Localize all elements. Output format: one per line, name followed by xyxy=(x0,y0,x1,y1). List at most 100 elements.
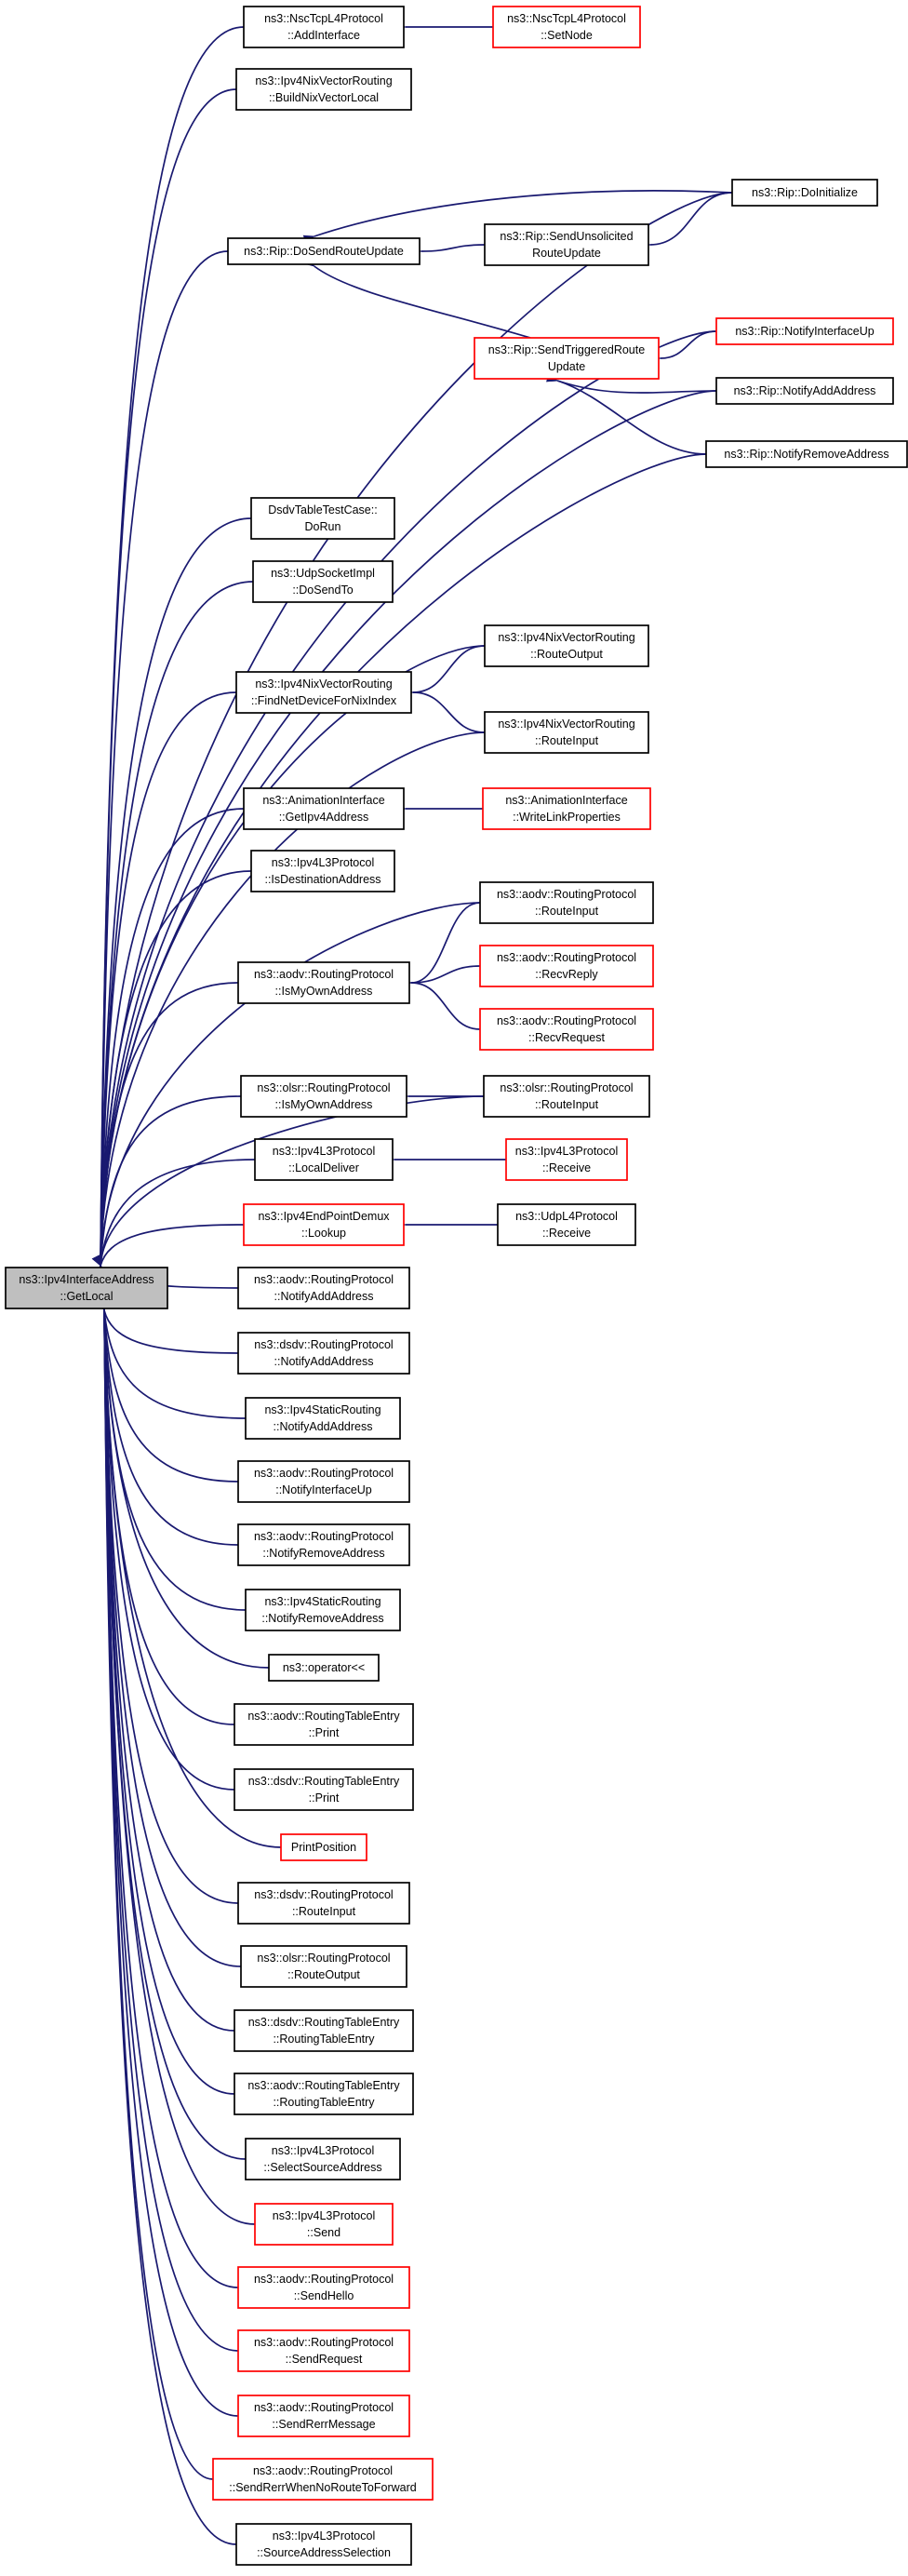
node-rip-dosend[interactable]: ns3::Rip::DoSendRouteUpdate xyxy=(227,237,421,265)
node-label: ::RouteInput xyxy=(535,734,599,747)
node-aodv-sendhello[interactable]: ns3::aodv::RoutingProtocol::SendHello xyxy=(237,2266,410,2309)
node-label: ns3::AnimationInterface xyxy=(505,794,627,807)
edge xyxy=(99,1299,237,2545)
node-aodv-recvreply[interactable]: ns3::aodv::RoutingProtocol::RecvReply xyxy=(479,945,654,987)
node-label: ::BuildNixVectorLocal xyxy=(269,91,379,104)
node-nsc-addif[interactable]: ns3::NscTcpL4Protocol::AddInterface xyxy=(243,6,405,48)
node-rip-notifyifup[interactable]: ns3::Rip::NotifyInterfaceUp xyxy=(715,317,894,345)
edge-rip-sendunsol-to-rip-dosend xyxy=(410,244,486,257)
node-dsdv-test[interactable]: DsdvTableTestCase::DoRun xyxy=(250,497,395,540)
node-box xyxy=(237,2395,410,2437)
edge-udp-dosendto-to-root xyxy=(95,581,254,1277)
node-box xyxy=(479,945,654,987)
node-box xyxy=(731,179,878,207)
node-label: ns3::aodv::RoutingProtocol xyxy=(254,2336,394,2349)
node-aodv-sendrerr-noroute[interactable]: ns3::aodv::RoutingProtocol::SendRerrWhen… xyxy=(212,2458,434,2501)
node-box xyxy=(245,2138,401,2180)
node-ipv4l3-localdeliver[interactable]: ns3::Ipv4L3Protocol::LocalDeliver xyxy=(254,1138,394,1181)
node-label: ns3::Rip::SendUnsolicited xyxy=(500,230,633,243)
edge xyxy=(99,1299,256,2225)
node-ipv4l3-isdest[interactable]: ns3::Ipv4L3Protocol::IsDestinationAddres… xyxy=(250,850,395,892)
node-anim-writelink[interactable]: ns3::AnimationInterface::WriteLinkProper… xyxy=(482,787,651,830)
node-op-shift[interactable]: ns3::operator<< xyxy=(268,1654,380,1682)
node-rip-notifyadd[interactable]: ns3::Rip::NotifyAddAddress xyxy=(715,377,894,405)
node-aodv-sendrerr[interactable]: ns3::aodv::RoutingProtocol::SendRerrMess… xyxy=(237,2395,410,2437)
node-nix-routeoutput[interactable]: ns3::Ipv4NixVectorRouting::RouteOutput xyxy=(484,624,649,667)
node-ipv4l3-send[interactable]: ns3::Ipv4L3Protocol::Send xyxy=(254,2203,394,2246)
node-label: ::LocalDeliver xyxy=(288,1161,359,1174)
node-olsr-routeinput[interactable]: ns3::olsr::RoutingProtocol::RouteInput xyxy=(483,1075,650,1118)
node-aodv-notifyrem[interactable]: ns3::aodv::RoutingProtocol::NotifyRemove… xyxy=(237,1523,410,1566)
node-box xyxy=(237,1332,410,1375)
node-label: ns3::aodv::RoutingProtocol xyxy=(254,968,394,981)
node-box xyxy=(268,1654,380,1682)
node-label: ns3::UdpSocketImpl xyxy=(271,567,375,580)
node-rip-notifyrem[interactable]: ns3::Rip::NotifyRemoveAddress xyxy=(705,440,908,468)
node-dsdv-notifyadd[interactable]: ns3::dsdv::RoutingProtocol::NotifyAddAdd… xyxy=(237,1332,410,1375)
node-epdemux-lookup[interactable]: ns3::Ipv4EndPointDemux::Lookup xyxy=(243,1203,405,1246)
edge-olsr-ismyown-to-root xyxy=(95,1095,242,1277)
edge xyxy=(302,190,733,245)
node-nix-routeinput[interactable]: ns3::Ipv4NixVectorRouting::RouteInput xyxy=(484,711,649,754)
node-aodv-recvrequest[interactable]: ns3::aodv::RoutingProtocol::RecvRequest xyxy=(479,1008,654,1051)
node-label: ns3::aodv::RoutingProtocol xyxy=(254,2273,394,2286)
node-aodv-rte-ctor[interactable]: ns3::aodv::RoutingTableEntry::RoutingTab… xyxy=(234,2073,414,2115)
node-label: ns3::dsdv::RoutingProtocol xyxy=(254,1338,393,1351)
node-box xyxy=(245,1397,401,1440)
node-label: ::SetNode xyxy=(541,29,593,42)
node-label: ns3::aodv::RoutingProtocol xyxy=(497,1014,636,1027)
node-aodv-rte-print[interactable]: ns3::aodv::RoutingTableEntry::Print xyxy=(234,1703,414,1746)
edge xyxy=(95,691,237,1277)
node-ipv4l3-srcaddrsel[interactable]: ns3::Ipv4L3Protocol::SourceAddressSelect… xyxy=(235,2523,412,2566)
edge xyxy=(546,372,717,394)
node-aodv-ismyown[interactable]: ns3::aodv::RoutingProtocol::IsMyOwnAddre… xyxy=(237,961,410,1004)
node-aodv-sendrequest[interactable]: ns3::aodv::RoutingProtocol::SendRequest xyxy=(237,2329,410,2372)
node-box xyxy=(715,317,894,345)
node-static-notifyadd[interactable]: ns3::Ipv4StaticRouting::NotifyAddAddress xyxy=(245,1397,401,1440)
node-box xyxy=(237,2266,410,2309)
edge-rip-doinit-to-root xyxy=(95,192,733,1277)
node-olsr-ismyown[interactable]: ns3::olsr::RoutingProtocol::IsMyOwnAddre… xyxy=(240,1075,407,1118)
node-box xyxy=(484,711,649,754)
edge-ipv4l3-selectsrc-to-root xyxy=(99,1299,247,2160)
node-aodv-notifyifup[interactable]: ns3::aodv::RoutingProtocol::NotifyInterf… xyxy=(237,1460,410,1503)
node-aodv-routeinput[interactable]: ns3::aodv::RoutingProtocol::RouteInput xyxy=(479,881,654,924)
node-print-position[interactable]: PrintPosition xyxy=(280,1833,367,1861)
node-rip-doinit[interactable]: ns3::Rip::DoInitialize xyxy=(731,179,878,207)
node-dsdv-routeinput[interactable]: ns3::dsdv::RoutingProtocol::RouteInput xyxy=(237,1882,410,1925)
node-label: ns3::Ipv4EndPointDemux xyxy=(258,1210,390,1223)
node-ipv4l3-selectsrc[interactable]: ns3::Ipv4L3Protocol::SelectSourceAddress xyxy=(245,2138,401,2180)
edge xyxy=(95,870,252,1277)
node-dsdv-rte-ctor[interactable]: ns3::dsdv::RoutingTableEntry::RoutingTab… xyxy=(234,2009,414,2052)
node-udpl4-receive[interactable]: ns3::UdpL4Protocol::Receive xyxy=(497,1203,636,1246)
node-nix-findnetdev[interactable]: ns3::Ipv4NixVectorRouting::FindNetDevice… xyxy=(235,671,412,714)
node-label: ::Print xyxy=(309,1726,340,1739)
node-dsdv-rte-print[interactable]: ns3::dsdv::RoutingTableEntry::Print xyxy=(234,1768,414,1811)
edge xyxy=(649,330,717,364)
node-label: ns3::Rip::DoSendRouteUpdate xyxy=(244,245,404,258)
edge xyxy=(99,1299,239,1483)
node-anim-getipv4[interactable]: ns3::AnimationInterface::GetIpv4Address xyxy=(243,787,405,830)
edge-dsdv-rte-print-to-root xyxy=(99,1299,235,1791)
node-label: ns3::AnimationInterface xyxy=(262,794,384,807)
node-label: ns3::aodv::RoutingProtocol xyxy=(253,2464,393,2477)
edge xyxy=(99,1299,239,1546)
node-aodv-notifyadd[interactable]: ns3::aodv::RoutingProtocol::NotifyAddAdd… xyxy=(237,1267,410,1309)
node-ipv4l3-receive[interactable]: ns3::Ipv4L3Protocol::Receive xyxy=(505,1138,628,1181)
edge xyxy=(95,517,252,1277)
node-udp-dosendto[interactable]: ns3::UdpSocketImpl::DoSendTo xyxy=(252,560,394,603)
node-label: ::WriteLinkProperties xyxy=(513,811,621,824)
node-box xyxy=(483,1075,650,1118)
node-nsc-setnode[interactable]: ns3::NscTcpL4Protocol::SetNode xyxy=(492,6,641,48)
node-label: ns3::Ipv4NixVectorRouting xyxy=(498,631,634,644)
node-label: RouteUpdate xyxy=(532,247,601,260)
node-root[interactable]: ns3::Ipv4InterfaceAddress::GetLocal xyxy=(5,1267,168,1309)
node-box xyxy=(482,787,651,830)
node-static-notifyrem[interactable]: ns3::Ipv4StaticRouting::NotifyRemoveAddr… xyxy=(245,1589,401,1631)
node-nix-buildlocal[interactable]: ns3::Ipv4NixVectorRouting::BuildNixVecto… xyxy=(235,68,412,111)
node-label: ns3::olsr::RoutingProtocol xyxy=(257,1952,390,1965)
edge xyxy=(99,1299,239,2352)
node-olsr-routeoutput[interactable]: ns3::olsr::RoutingProtocol::RouteOutput xyxy=(240,1945,407,1988)
